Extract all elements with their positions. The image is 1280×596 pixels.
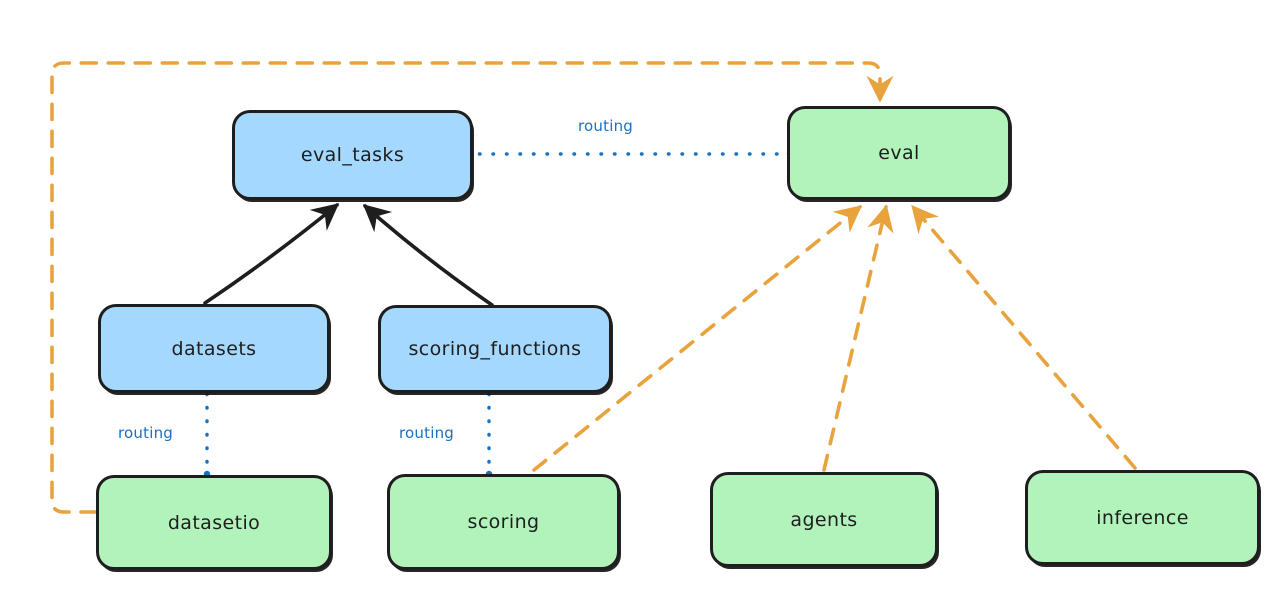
node-label-scoring: scoring [467,511,540,533]
edge-scoring-functions-to-eval-tasks [362,204,494,307]
node-label-datasets: datasets [171,337,257,360]
edge-label-routing-scoring-functions: routing [399,424,454,442]
node-label-inference: inference [1096,506,1189,529]
node-label-agents: agents [790,508,858,531]
node-scoring-functions[interactable]: scoring_functions [378,305,612,393]
node-agents[interactable]: agents [710,472,938,567]
edge-datasets-to-datasetio [203,392,211,478]
edge-label-routing-datasets: routing [118,424,173,442]
node-datasets[interactable]: datasets [98,304,330,393]
node-inference[interactable]: inference [1025,470,1260,565]
edge-agents-to-eval [822,204,894,472]
node-eval[interactable]: eval [787,106,1011,200]
edge-scoring-functions-to-scoring [485,392,493,478]
node-label-eval-tasks: eval_tasks [300,144,405,166]
node-label-datasetio: datasetio [167,511,261,534]
edge-eval-tasks-to-eval [464,150,794,158]
node-label-scoring-functions: scoring_functions [408,338,582,360]
node-datasetio[interactable]: datasetio [96,475,332,570]
edge-label-routing-eval-tasks: routing [578,117,633,135]
edge-inference-to-eval [911,204,1137,470]
node-scoring[interactable]: scoring [387,474,620,570]
node-eval-tasks[interactable]: eval_tasks [232,110,473,200]
edge-datasets-to-eval-tasks [203,203,340,305]
node-label-eval: eval [878,142,920,164]
